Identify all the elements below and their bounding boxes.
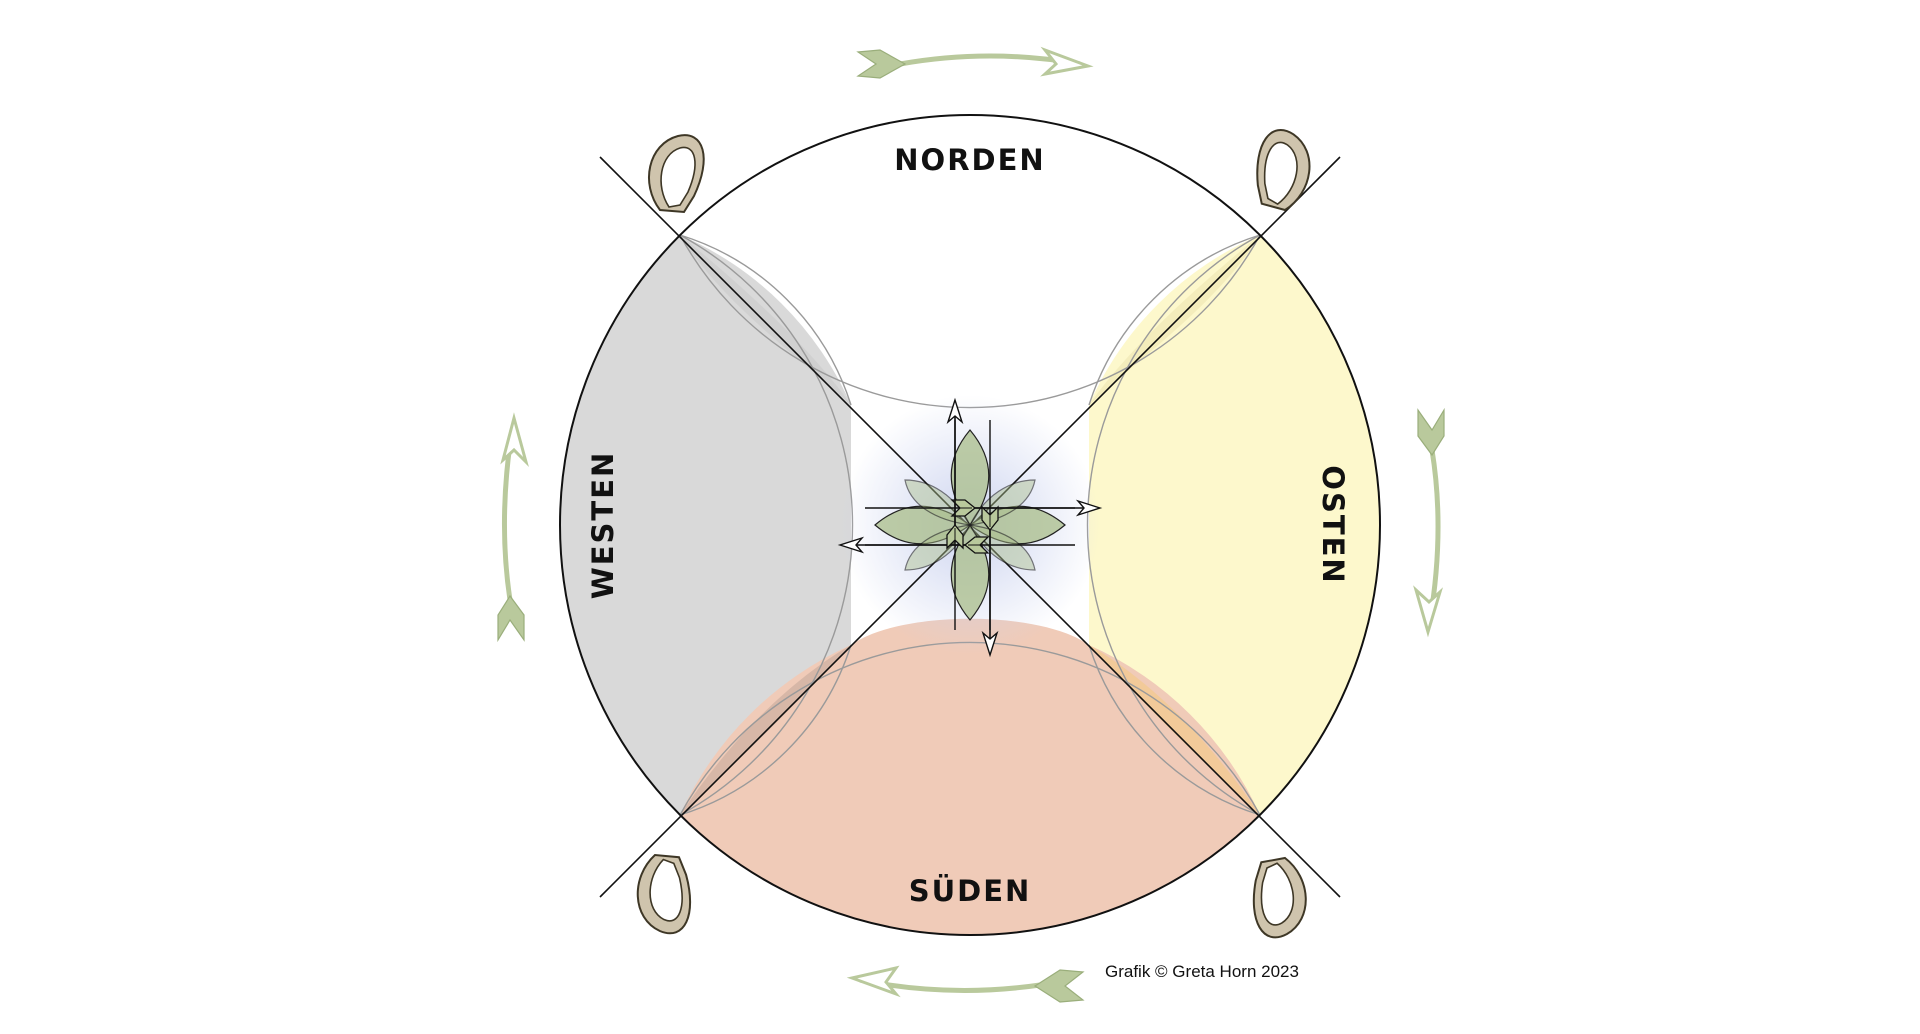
curved-arrow-icon: [1413, 407, 1445, 638]
nw-lens: [680, 235, 851, 405]
east-region: [1089, 235, 1380, 815]
curved-arrow-icon: [856, 46, 1094, 79]
east-label: OSTEN: [1316, 465, 1350, 584]
rotation-arrows: [497, 46, 1445, 1003]
west-label: WESTEN: [586, 451, 620, 600]
curved-arrow-icon: [497, 412, 529, 643]
credit-text: Grafik © Greta Horn 2023: [1105, 962, 1299, 981]
west-region: [560, 235, 851, 815]
hook-icon: [1241, 852, 1316, 943]
hook-icon: [647, 134, 705, 213]
curved-arrow-icon: [846, 965, 1085, 1003]
ne-lens: [1089, 235, 1260, 405]
south-label: SÜDEN: [909, 874, 1032, 908]
north-label: NORDEN: [894, 143, 1045, 177]
quadrant-regions: [560, 235, 1380, 935]
hook-icon: [1242, 123, 1322, 217]
hook-icon: [630, 850, 700, 938]
south-region: [680, 618, 1260, 935]
se-lens: [1089, 645, 1260, 815]
sw-lens: [680, 645, 851, 815]
main-circle: [559, 114, 1381, 936]
